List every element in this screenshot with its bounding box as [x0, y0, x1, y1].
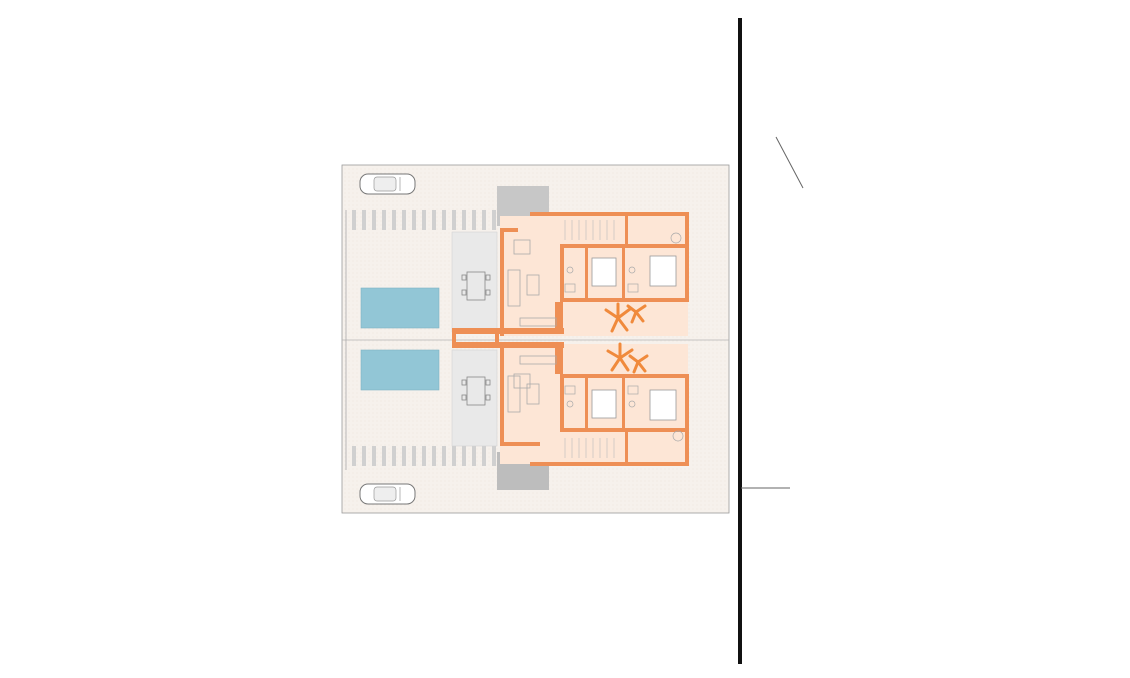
palm-tree-icon	[606, 342, 649, 374]
palm-tree-icon	[604, 302, 647, 333]
sofa-icon	[507, 269, 557, 327]
stairs	[564, 220, 615, 458]
driveway-stripes-top	[352, 210, 496, 230]
house-bottom-walls	[452, 342, 689, 466]
bathroom-fixtures	[564, 232, 684, 442]
sofa-icon	[507, 355, 557, 413]
terrace-paving-top	[451, 231, 498, 333]
pool-top	[360, 287, 440, 329]
terrace-paving-bottom	[451, 349, 498, 447]
driveway-stripes-bottom	[352, 446, 496, 466]
bed-icon	[591, 255, 677, 421]
house-top-walls	[452, 212, 689, 348]
dining-table-icon	[461, 271, 491, 301]
thin-line-top	[775, 136, 804, 189]
pool-bottom	[360, 349, 440, 391]
car-icon	[359, 173, 416, 195]
dining-table-icon	[461, 376, 491, 406]
car-icon	[359, 483, 416, 505]
dining-table-icon	[513, 239, 531, 389]
